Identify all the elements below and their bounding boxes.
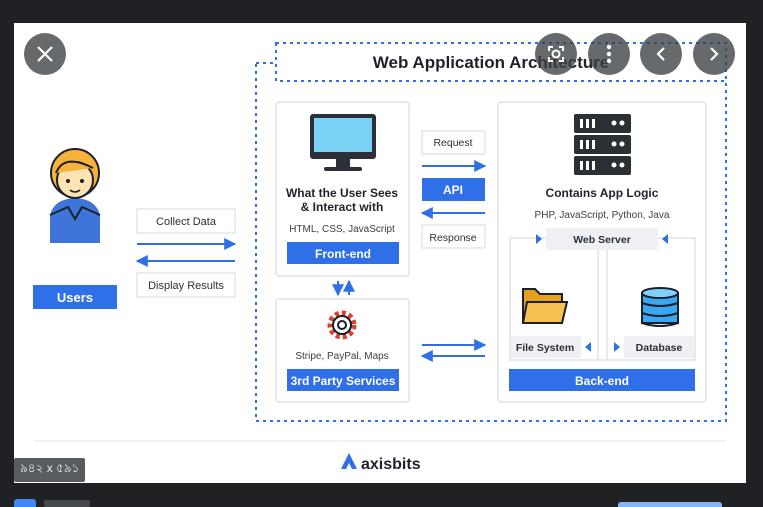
- backend-heading: Contains App Logic: [546, 186, 659, 200]
- database-arrow: [614, 342, 620, 352]
- previous-image-button[interactable]: [640, 33, 682, 75]
- request-label: Request: [433, 137, 472, 149]
- close-icon: [37, 46, 53, 62]
- gear-icon: [327, 310, 357, 340]
- folder-icon: [521, 288, 569, 324]
- frontend-label-box: [287, 242, 399, 264]
- image-dimensions-badge: ৯৪২ x ৫৯১: [14, 458, 86, 482]
- image-viewer: Web Application Architecture Users Colle…: [14, 23, 746, 483]
- users-label-box: [33, 285, 117, 309]
- backend-card: [497, 101, 707, 403]
- thirdparty-tech: Stripe, PayPal, Maps: [295, 351, 388, 362]
- web-server-box: [546, 228, 658, 250]
- web-server-arrow-right: [662, 234, 668, 244]
- chevron-left-icon: [656, 47, 665, 61]
- file-system-arrow: [585, 342, 591, 352]
- users-label: Users: [57, 290, 93, 305]
- web-server-label: Web Server: [573, 234, 631, 246]
- monitor-icon: [310, 114, 376, 171]
- database-label: Database: [636, 342, 683, 354]
- request-box: [421, 130, 486, 155]
- thirdparty-label: 3rd Party Services: [291, 374, 396, 388]
- lens-button[interactable]: [535, 33, 577, 75]
- api-label: API: [443, 183, 463, 197]
- server-icon: [574, 114, 631, 175]
- display-results-label: Display Results: [148, 280, 224, 292]
- database-icon: [641, 287, 679, 327]
- chevron-right-icon: [710, 47, 719, 61]
- collect-data-label: Collect Data: [156, 216, 217, 228]
- axisbits-logo-icon: [341, 453, 357, 469]
- backend-tech: PHP, JavaScript, Python, Java: [535, 210, 670, 221]
- lens-icon: [548, 46, 564, 62]
- backend-label-box: [509, 369, 695, 391]
- user-avatar-icon: [49, 148, 101, 243]
- source-site-name[interactable]: [44, 500, 90, 507]
- file-system-label: File System: [516, 342, 574, 354]
- close-button[interactable]: [24, 33, 66, 75]
- architecture-diagram: Web Application Architecture Users Colle…: [33, 42, 727, 473]
- backend-label: Back-end: [575, 374, 629, 388]
- visit-button[interactable]: [618, 502, 722, 507]
- file-system-box: [511, 336, 581, 358]
- display-results-box: [136, 272, 236, 298]
- database-box: [624, 336, 694, 358]
- web-server-arrow-left: [536, 234, 542, 244]
- architecture-boundary: [255, 62, 727, 422]
- thirdparty-label-box: [287, 369, 399, 391]
- frontend-heading-2: & Interact with: [301, 200, 384, 214]
- frontend-tech: HTML, CSS, JavaScript: [289, 224, 395, 235]
- response-label: Response: [429, 232, 476, 244]
- source-site-icon[interactable]: [14, 499, 36, 507]
- response-box: [421, 224, 486, 249]
- brand-name: axisbits: [361, 456, 421, 473]
- frontend-label: Front-end: [315, 247, 371, 261]
- next-image-button[interactable]: [693, 33, 735, 75]
- more-options-button[interactable]: [588, 33, 630, 75]
- frontend-heading-1: What the User Sees: [286, 186, 398, 200]
- api-box: [422, 178, 485, 201]
- more-vert-icon: [606, 44, 612, 64]
- collect-data-box: [136, 208, 236, 234]
